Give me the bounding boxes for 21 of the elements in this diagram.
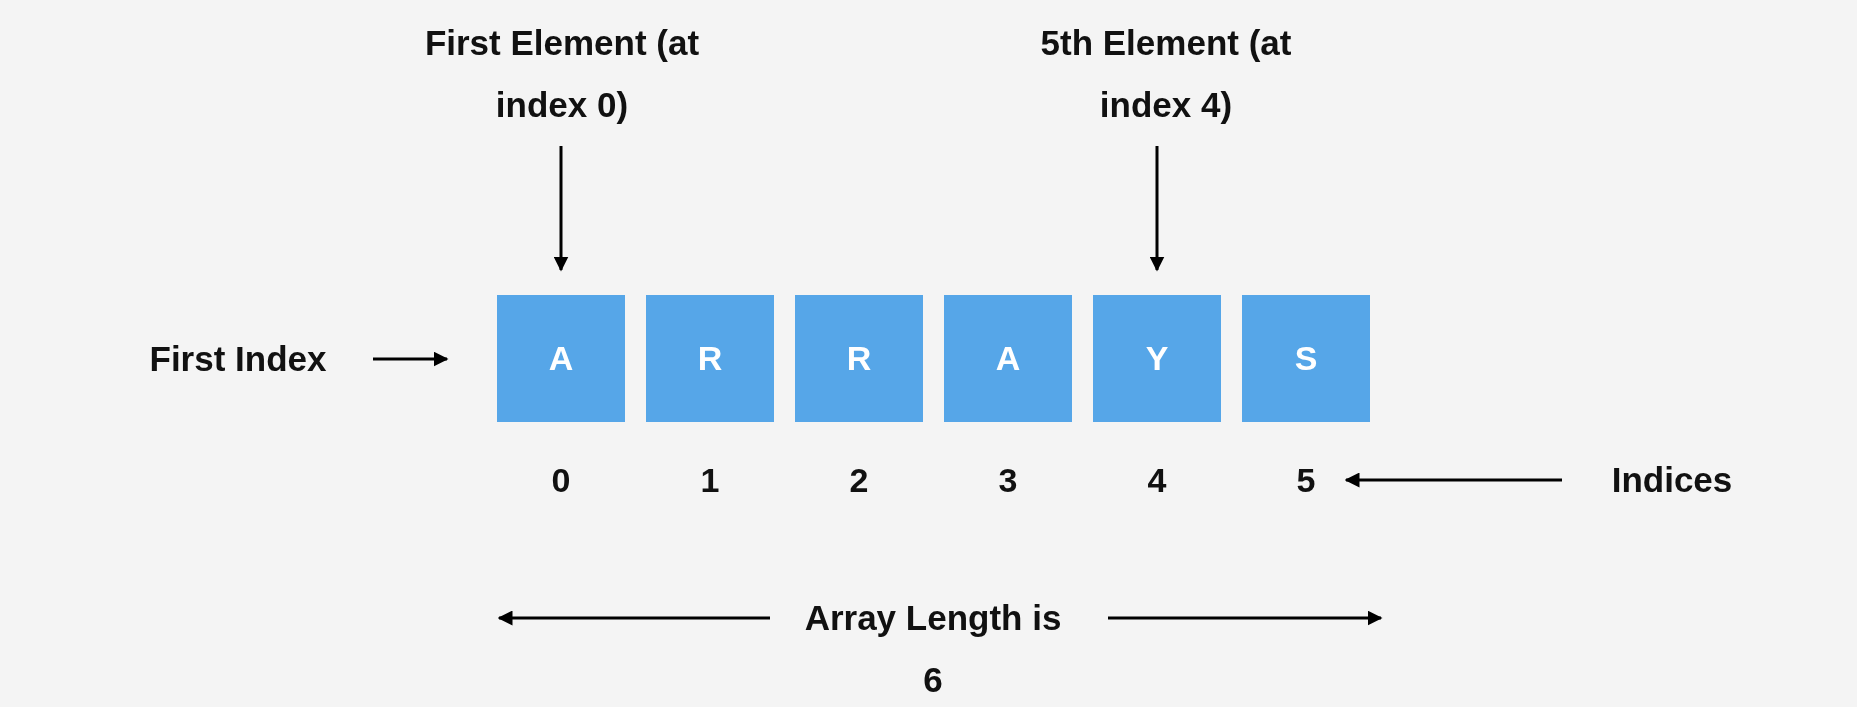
index-number: 0 xyxy=(531,460,591,500)
index-number: 4 xyxy=(1127,460,1187,500)
arrow xyxy=(373,351,449,367)
array-cell: Y xyxy=(1093,295,1221,422)
array-cell: A xyxy=(944,295,1072,422)
index-number: 2 xyxy=(829,460,889,500)
index-number: 1 xyxy=(680,460,740,500)
callout-text: First Index xyxy=(113,328,363,390)
arrow xyxy=(553,146,569,272)
array-cell: R xyxy=(795,295,923,422)
arrow xyxy=(1149,146,1165,272)
callout-text: Indices xyxy=(1592,449,1752,511)
array-cell: A xyxy=(497,295,625,422)
arrow xyxy=(1344,472,1562,488)
index-number: 3 xyxy=(978,460,1038,500)
array-cell: S xyxy=(1242,295,1370,422)
callout-text: First Element (at index 0) xyxy=(412,12,712,136)
length-label: Array Length is 6 xyxy=(803,597,1063,701)
callout-text: 5th Element (at index 4) xyxy=(1016,12,1316,136)
index-number: 5 xyxy=(1276,460,1336,500)
array-cell: R xyxy=(646,295,774,422)
